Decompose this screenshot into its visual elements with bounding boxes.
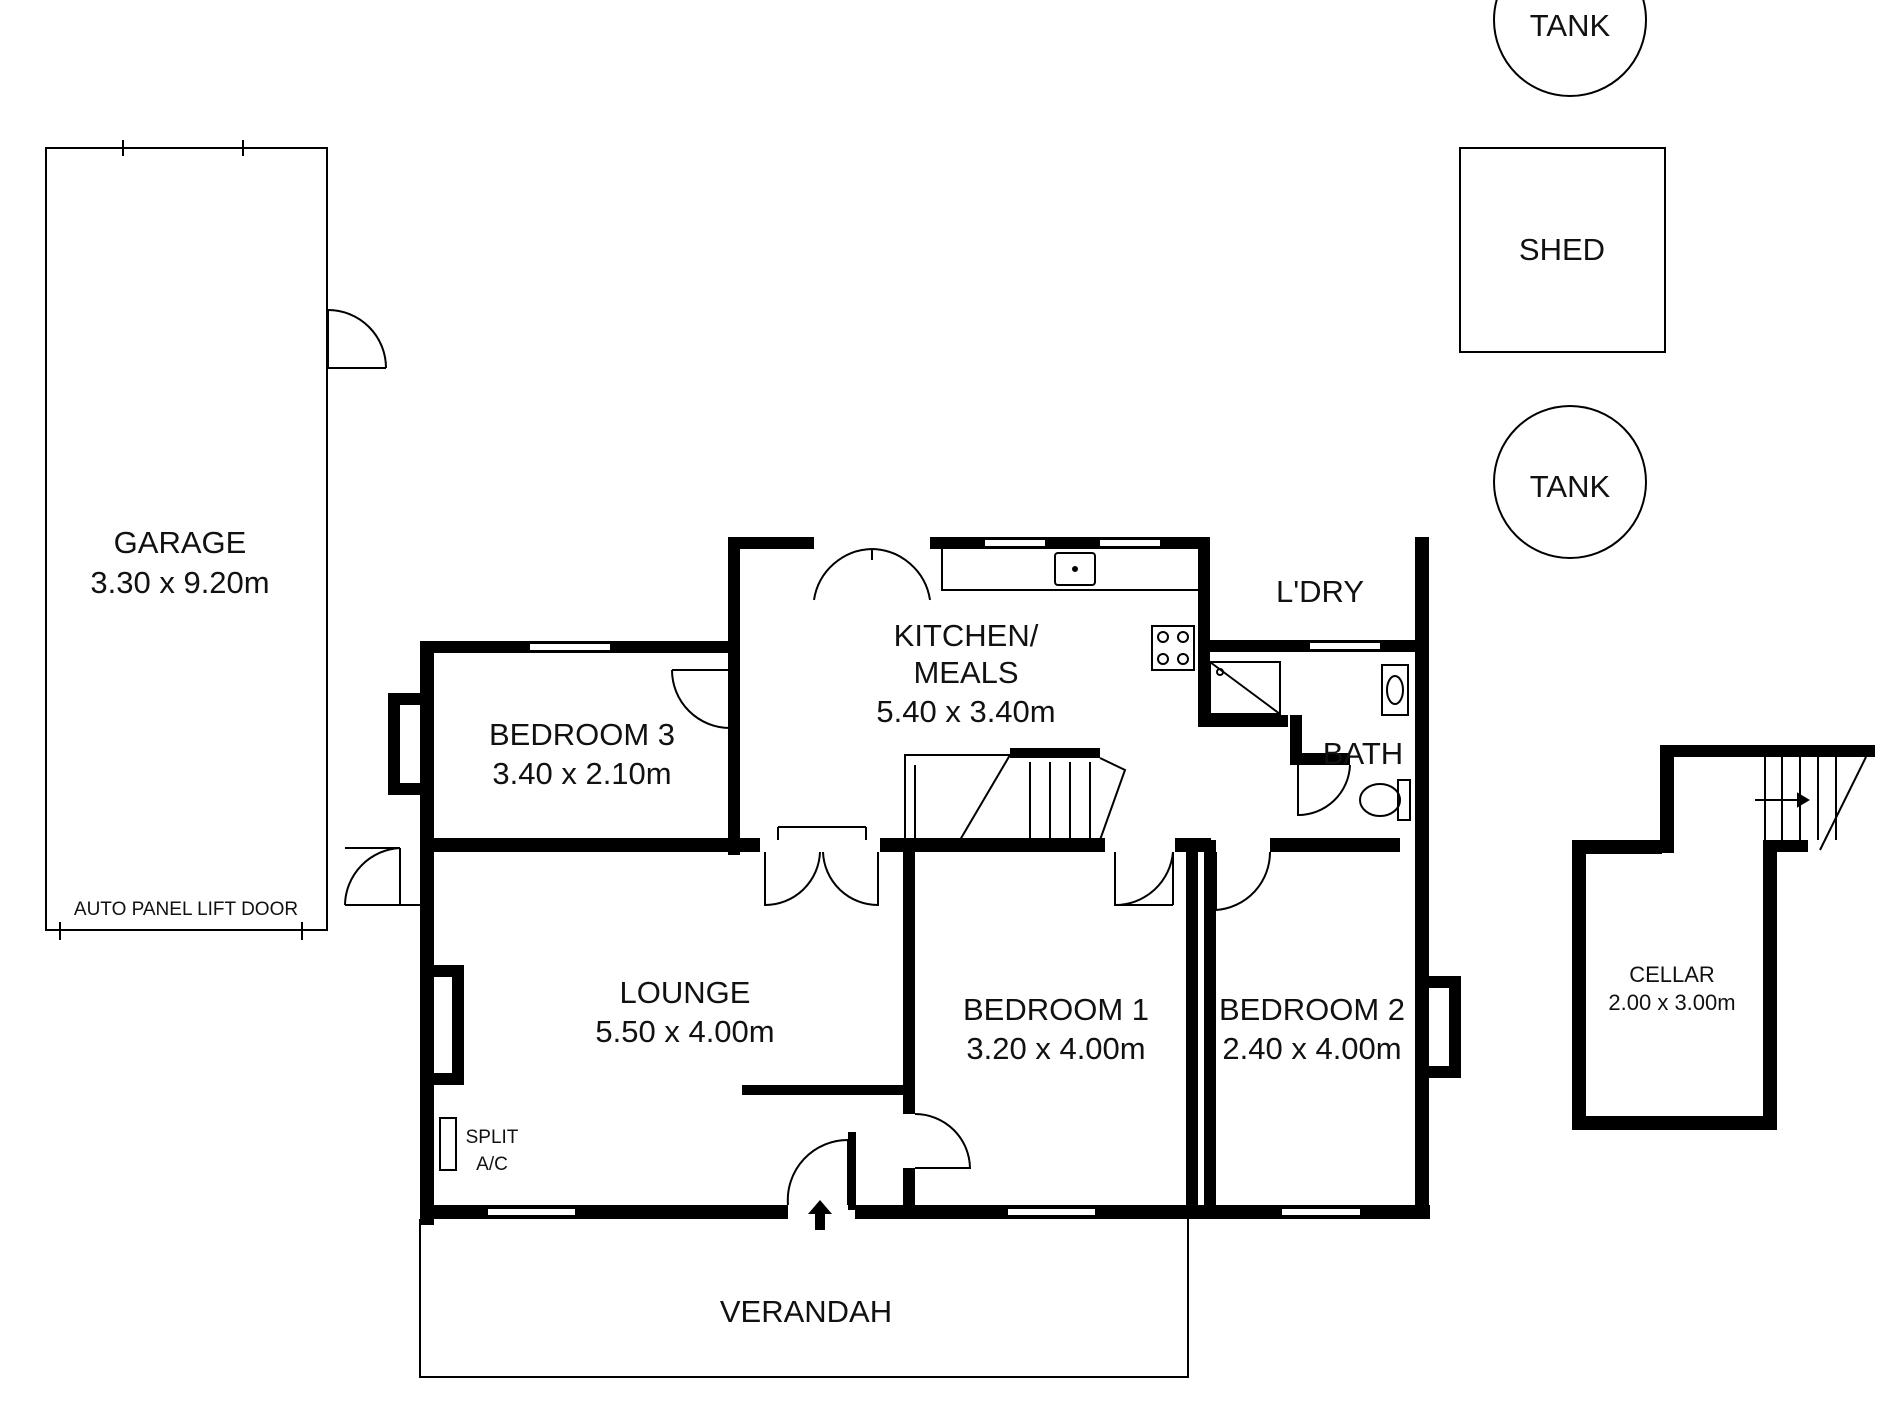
kitchen-name-line2: MEALS xyxy=(913,655,1018,690)
lounge-ac-line1: SPLIT xyxy=(466,1127,519,1148)
cellar-size: 2.00 x 3.00m xyxy=(1608,990,1735,1015)
bedroom1-name: BEDROOM 1 xyxy=(963,992,1149,1027)
entry-arrow-icon xyxy=(808,1200,832,1230)
verandah xyxy=(419,1219,1189,1378)
bedroom3-name: BEDROOM 3 xyxy=(489,717,675,752)
cellar-name: CELLAR xyxy=(1629,962,1715,987)
verandah-name: VERANDAH xyxy=(720,1294,892,1329)
tank-bottom-label: TANK xyxy=(1530,469,1611,504)
shower-icon xyxy=(1209,661,1281,715)
kitchen-size: 5.40 x 3.40m xyxy=(876,694,1055,729)
bedroom2-name: BEDROOM 2 xyxy=(1219,992,1405,1027)
bath-name: BATH xyxy=(1323,736,1403,771)
toilet-icon xyxy=(1359,779,1411,821)
cellar: CELLAR 2.00 x 3.00m xyxy=(1572,745,1875,1130)
tank-top-label: TANK xyxy=(1530,8,1611,43)
sink-icon xyxy=(1054,552,1096,586)
garage-size: 3.30 x 9.20m xyxy=(90,565,269,600)
stairs-icon xyxy=(904,754,1127,841)
shed-label: SHED xyxy=(1519,232,1605,267)
house-walls xyxy=(388,537,1461,1225)
lounge-size: 5.50 x 4.00m xyxy=(595,1014,774,1049)
laundry-name: L'DRY xyxy=(1276,574,1364,609)
cooktop-icon xyxy=(1151,625,1195,671)
bedroom1-size: 3.20 x 4.00m xyxy=(966,1031,1145,1066)
basin-icon xyxy=(1381,664,1409,716)
garage: GARAGE 3.30 x 9.20m AUTO PANEL LIFT DOOR xyxy=(45,140,420,940)
tank-top: TANK xyxy=(1493,0,1647,97)
kitchen-name-line1: KITCHEN/ xyxy=(894,618,1039,653)
garage-door-note: AUTO PANEL LIFT DOOR xyxy=(74,899,298,920)
garage-name: GARAGE xyxy=(114,525,247,560)
tank-bottom: TANK xyxy=(1493,405,1647,559)
house-fixtures xyxy=(439,540,1380,1215)
shed: SHED xyxy=(1459,147,1666,353)
bedroom2-size: 2.40 x 4.00m xyxy=(1222,1031,1401,1066)
lounge-ac-line2: A/C xyxy=(476,1154,508,1175)
house-doors xyxy=(671,548,1351,1206)
lounge-name: LOUNGE xyxy=(620,975,751,1010)
bedroom3-size: 3.40 x 2.10m xyxy=(492,756,671,791)
